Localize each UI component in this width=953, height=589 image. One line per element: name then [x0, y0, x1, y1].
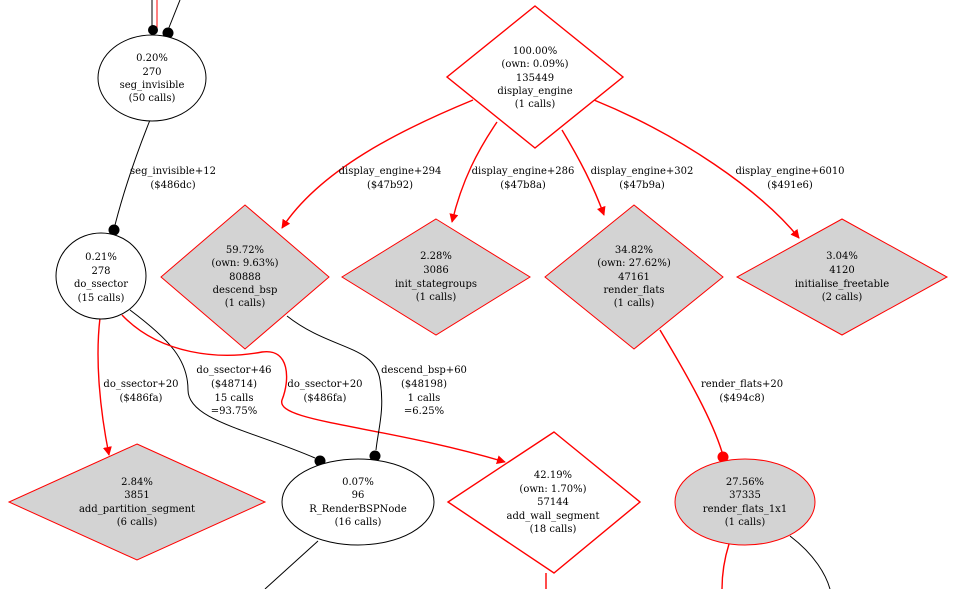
svg-text:34.82%: 34.82% — [615, 245, 653, 256]
edge-display-engine-initialise-freetable: display_engine+6010 ($491e6) — [593, 99, 845, 239]
svg-text:(6 calls): (6 calls) — [117, 517, 158, 528]
svg-text:15 calls: 15 calls — [215, 393, 254, 404]
edge-label-line: ($486dc) — [150, 180, 195, 191]
svg-text:($486dc): ($486dc) — [150, 180, 195, 191]
node-initialise-freetable[interactable]: 3.04% 4120 initialise_freetable (2 calls… — [735, 218, 949, 336]
svg-text:add_wall_segment: add_wall_segment — [507, 511, 600, 522]
svg-text:seg_invisible+12: seg_invisible+12 — [130, 166, 216, 177]
node-display-engine[interactable]: 100.00% (own: 0.09%) 135449 display_engi… — [445, 5, 625, 149]
svg-text:(16 calls): (16 calls) — [335, 517, 382, 528]
edge-render-flats-render-flats-1x1: render_flats+20 ($494c8) — [659, 329, 783, 463]
node-render-flats[interactable]: 34.82% (own: 27.62%) 47161 render_flats … — [544, 204, 724, 350]
edge-display-engine-init-stategroups: display_engine+286 ($47b8a) — [449, 121, 575, 223]
svg-text:display_engine+6010: display_engine+6010 — [735, 166, 844, 177]
edge-display-engine-descend-bsp: display_engine+294 ($47b92) — [281, 99, 474, 229]
svg-text:descend_bsp: descend_bsp — [213, 285, 278, 296]
node-seg-invisible[interactable]: 0.20% 270 seg_invisible (50 calls) — [97, 34, 207, 122]
svg-text:1 calls: 1 calls — [408, 393, 441, 404]
svg-text:(1 calls): (1 calls) — [515, 99, 556, 110]
svg-text:do_ssector+46: do_ssector+46 — [196, 365, 271, 376]
svg-text:render_flats_1x1: render_flats_1x1 — [703, 504, 787, 515]
svg-text:80888: 80888 — [229, 272, 261, 283]
svg-text:47161: 47161 — [618, 272, 650, 283]
svg-text:(own: 9.63%): (own: 9.63%) — [211, 258, 278, 269]
svg-text:3086: 3086 — [423, 265, 448, 276]
svg-text:(18 calls): (18 calls) — [530, 524, 577, 535]
svg-text:96: 96 — [352, 490, 365, 501]
svg-text:270: 270 — [142, 67, 161, 78]
edge-display-engine-render-flats: display_engine+302 ($47b9a) — [561, 129, 694, 216]
svg-text:do_ssector: do_ssector — [74, 279, 128, 290]
svg-text:($47b8a): ($47b8a) — [500, 180, 546, 191]
edge-do-ssector-r-renderbspnode: do_ssector+46 ($48714) 15 calls =93.75% — [129, 309, 326, 467]
svg-text:0.21%: 0.21% — [85, 252, 117, 263]
edge-do-ssector-add-wall-segment: do_ssector+20 ($486fa) — [121, 314, 506, 465]
svg-text:59.72%: 59.72% — [226, 245, 264, 256]
edge-seg-invisible-do-ssector: seg_invisible+12 ($486dc) — [108, 119, 216, 236]
svg-text:R_RenderBSPNode: R_RenderBSPNode — [309, 504, 407, 515]
svg-text:($47b92): ($47b92) — [367, 180, 413, 191]
svg-text:(1 calls): (1 calls) — [725, 517, 766, 528]
svg-text:render_flats+20: render_flats+20 — [701, 379, 783, 390]
svg-text:3851: 3851 — [124, 490, 149, 501]
svg-text:(own: 0.09%): (own: 0.09%) — [501, 59, 568, 70]
svg-text:57144: 57144 — [537, 497, 569, 508]
svg-text:($494c8): ($494c8) — [719, 393, 764, 404]
svg-text:display_engine+286: display_engine+286 — [472, 166, 575, 177]
svg-text:(2 calls): (2 calls) — [822, 292, 863, 303]
svg-text:display_engine+302: display_engine+302 — [591, 166, 694, 177]
svg-text:2.84%: 2.84% — [121, 477, 153, 488]
svg-text:do_ssector+20: do_ssector+20 — [103, 379, 178, 390]
svg-text:100.00%: 100.00% — [513, 46, 558, 57]
edge-outgoing-bottom — [264, 535, 831, 589]
node-descend-bsp[interactable]: 59.72% (own: 9.63%) 80888 descend_bsp (1… — [160, 204, 330, 350]
node-add-wall-segment[interactable]: 42.19% (own: 1.70%) 57144 add_wall_segme… — [446, 431, 642, 574]
svg-text:(own: 27.62%): (own: 27.62%) — [597, 258, 671, 269]
node-add-partition-segment[interactable]: 2.84% 3851 add_partition_segment (6 call… — [7, 443, 267, 561]
svg-text:initialise_freetable: initialise_freetable — [795, 279, 889, 290]
svg-text:(1 calls): (1 calls) — [614, 298, 655, 309]
svg-text:42.19%: 42.19% — [534, 470, 572, 481]
svg-text:4120: 4120 — [829, 265, 854, 276]
edge-descend-bsp-r-renderbspnode: descend_bsp+60 ($48198) 1 calls =6.25% — [286, 315, 467, 462]
node-init-stategroups[interactable]: 2.28% 3086 init_stategroups (1 calls) — [341, 218, 531, 336]
svg-text:render_flats: render_flats — [603, 285, 664, 296]
edge-do-ssector-add-partition-segment: do_ssector+20 ($486fa) — [97, 317, 179, 456]
svg-text:3.04%: 3.04% — [826, 251, 858, 262]
edge-label-line: seg_invisible+12 — [130, 166, 216, 177]
svg-text:2.28%: 2.28% — [420, 251, 452, 262]
svg-text:37335: 37335 — [729, 490, 761, 501]
svg-text:($48714): ($48714) — [211, 379, 257, 390]
svg-text:display_engine+294: display_engine+294 — [339, 166, 442, 177]
svg-text:=6.25%: =6.25% — [404, 406, 444, 417]
svg-text:($48198): ($48198) — [401, 379, 447, 390]
svg-text:(1 calls): (1 calls) — [416, 292, 457, 303]
svg-text:init_stategroups: init_stategroups — [395, 279, 477, 290]
svg-text:($47b9a): ($47b9a) — [619, 180, 665, 191]
svg-text:add_partition_segment: add_partition_segment — [79, 504, 195, 515]
svg-text:135449: 135449 — [516, 73, 554, 84]
node-do-ssector[interactable]: 0.21% 278 do_ssector (15 calls) — [55, 232, 147, 320]
svg-text:($486fa): ($486fa) — [304, 393, 347, 404]
svg-text:descend_bsp+60: descend_bsp+60 — [381, 365, 467, 376]
svg-text:($491e6): ($491e6) — [767, 180, 813, 191]
svg-text:do_ssector+20: do_ssector+20 — [287, 379, 362, 390]
node-render-flats-1x1[interactable]: 27.56% 37335 render_flats_1x1 (1 calls) — [674, 458, 816, 546]
svg-text:0.07%: 0.07% — [342, 477, 374, 488]
svg-text:27.56%: 27.56% — [726, 477, 764, 488]
node-label-percent: 0.20% — [136, 53, 168, 64]
svg-text:(1 calls): (1 calls) — [225, 298, 266, 309]
svg-text:display_engine: display_engine — [497, 86, 572, 97]
node-r-renderbspnode[interactable]: 0.07% 96 R_RenderBSPNode (16 calls) — [281, 458, 435, 546]
node-label-name: seg_invisible — [120, 80, 185, 91]
svg-text:(50 calls): (50 calls) — [129, 93, 176, 104]
svg-text:=93.75%: =93.75% — [211, 406, 258, 417]
svg-text:(own: 1.70%): (own: 1.70%) — [519, 484, 586, 495]
svg-text:278: 278 — [91, 266, 110, 277]
edge-incoming-seg-invisible — [148, 0, 181, 39]
svg-text:(15 calls): (15 calls) — [78, 293, 125, 304]
svg-text:($486fa): ($486fa) — [120, 393, 163, 404]
